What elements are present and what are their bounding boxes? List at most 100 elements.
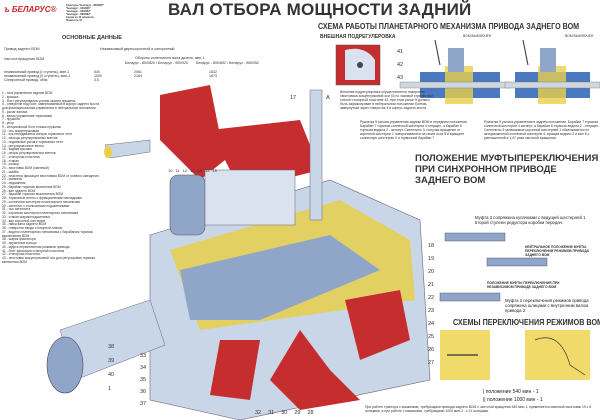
legend-item: 34 - вал коронной шестерни: [2, 218, 46, 223]
legend-item: 8 - упор: [2, 121, 14, 125]
callout-number: A: [326, 95, 330, 101]
callout-number: 28: [307, 410, 314, 416]
legend-item: 42 - стопорная пластина: [2, 252, 40, 257]
callout-number: 13: [190, 168, 195, 173]
legend-item: 27 - барабан тормоза выключения ВОМ: [2, 192, 63, 197]
spec-cell: 1000: [94, 74, 102, 78]
poster-title: ВАЛ ОТБОРА МОЩНОСТИ ЗАДНИЙ: [168, 0, 472, 19]
mode-pos-2: || положение 1000 мин - 1: [483, 397, 543, 403]
crank-header: Обороты коленчатого вала дизеля, мин-1: [135, 56, 205, 60]
callout-number: 15: [204, 168, 210, 173]
spec-cell: независимый привод (II ступень), мин-1: [4, 74, 71, 78]
legend-item: 31 - ось сателлита: [2, 207, 31, 212]
legend-item: 11 - ось неподвижных концов тормозных ле…: [2, 132, 73, 137]
callout-number: 37: [140, 401, 147, 407]
text-front-position: Рукоятка 9 рычага управления задним ВОМ …: [360, 120, 467, 140]
legend-item: 32 - коронная шестерня планетарного меха…: [2, 211, 79, 215]
text-rear-position: Рукоятка 9 рычага управления в заднем по…: [484, 120, 600, 140]
spec-cell: Синхронный привод, об/м: [4, 78, 48, 82]
col2: Беларус - 890/892 / Беларус - 950/952: [196, 61, 260, 65]
legend-item: 33 - стакан шарикоподшипника: [2, 214, 50, 219]
model-line: Тракторы "Беларус - 800/820": [66, 4, 105, 7]
planetary-heading-text: СХЕМА РАБОТЫ ПЛАНЕТАРНОГО МЕХАНИЗМА ПРИВ…: [318, 21, 580, 31]
callout-number: 12: [182, 168, 188, 173]
col1: Беларус - 800/820 / Беларус - 900/920: [125, 61, 189, 65]
callout-number: 26: [428, 347, 435, 353]
callout-number: 36: [140, 389, 147, 395]
callout-number: 19: [428, 256, 435, 262]
mode-scheme-2: [525, 330, 590, 380]
legend-item: 38 - шарик фиксатора: [2, 237, 36, 242]
planetary-heading: СХЕМА РАБОТЫ ПЛАНЕТАРНОГО МЕХАНИЗМА ПРИВ…: [318, 21, 579, 31]
inset-label: 43: [397, 75, 404, 81]
callout-number: 10: [168, 168, 173, 173]
callout-number: 18: [428, 243, 435, 249]
specs-heading: ОСНОВНЫЕ ДАННЫЕ: [62, 35, 122, 41]
sync-text: Муфта 3 сопряжена кулачками с ведущей ше…: [475, 215, 586, 225]
model-line: "Беларус - 900/920": [66, 7, 91, 10]
legend-item: 24 - подшипник: [2, 181, 26, 185]
legend-item: 13 - подвижные рычаги тормозных лент: [2, 139, 64, 144]
legend-item: 26 - вал заднего ВОМ: [2, 188, 36, 193]
spec-cell: 1632: [209, 70, 217, 74]
neutral-label: НЕЙТРАЛЬНОЕ ПОЛОЖЕНИЕ МУФТЫ ПЕРЕКЛЮЧЕНИЯ…: [525, 245, 590, 257]
legend-item: 9 - специальный болт стяжки пружины: [2, 124, 62, 129]
callout-number: 23: [428, 308, 435, 314]
callout-number: 1: [108, 386, 112, 392]
callout-number: 31: [268, 410, 275, 416]
legend-item: 23 - манжета: [2, 177, 22, 182]
planetary-diagram-2: [504, 39, 600, 104]
legend-item: 5 - рычаг валика: [2, 109, 28, 114]
external-adjust-text: Внешняя подрегулировка осуществляется по…: [340, 90, 433, 110]
legend-item: 25 - барабан тормоза включения ВОМ: [2, 184, 61, 189]
legend-item: 17 - стопорная пластина: [2, 154, 40, 159]
legend-item: 14 - регулировочные винты: [2, 143, 44, 148]
legend-item: 12 - пальцы регулировочных винтов: [2, 136, 58, 140]
legend-item: 22 - пластина фиксации хвостовика ВОМ от…: [2, 173, 99, 178]
callout-number: 17: [290, 95, 297, 101]
spec-cell: 2184: [134, 74, 142, 78]
callout-number: 29: [294, 410, 301, 416]
independent-text: Муфта 3 переключения режимов привода соп…: [505, 298, 589, 313]
mode-pos-1: | положение 540 мин - 1: [483, 389, 539, 395]
legend-item: 39 - пружинное кольцо: [2, 241, 37, 245]
callout-number: 38: [108, 344, 115, 350]
spec-cell: 1673: [209, 74, 217, 78]
callout-number: 34: [140, 365, 147, 371]
legend-item: 3 - болт регулирования усилия сжатия пру…: [2, 98, 76, 103]
legend-item: 35 - гайка вала заднего ВОМ: [2, 222, 47, 227]
modes-heading: СХЕМЫ ПЕРЕКЛЮЧЕНИЯ РЕЖИМОВ ВОМ: [453, 318, 600, 327]
legend-item: 6 - валик управления тормозами: [2, 113, 52, 118]
legend-item: 7 - пружина: [2, 117, 20, 122]
legend-item: 40 - муфта переключения режимов привода: [2, 244, 70, 249]
clutch-sync: [444, 232, 506, 242]
legend-item: 41 - болт фиксации стопорной пластины: [2, 248, 65, 253]
legend-item: 19 - кольцо: [2, 162, 20, 167]
model-list: Тракторы "Беларус - 800/820""Беларус - 9…: [66, 4, 104, 22]
drive-value: Независимый двухскоростной и синхронный: [100, 47, 175, 51]
legend-item: 1 - тяга управления задним ВОМ: [2, 91, 53, 95]
callout-number: 11: [175, 168, 180, 173]
legend-item: 18 - стакан: [2, 158, 19, 163]
callout-number: 16: [212, 168, 217, 173]
brand-name: БЕЛАРУС: [11, 5, 51, 14]
callout-number: 39: [108, 358, 115, 364]
external-adjust-heading: ВНЕШНАЯ ПОДРЕГУЛЕРОВКА: [320, 34, 396, 40]
callout-number: 35: [140, 377, 147, 383]
state-1: ВОМ ВЫКЛЮЧЕН: [463, 34, 492, 38]
legend-item: 21 - шайба: [2, 169, 19, 174]
clutch-neutral: [486, 257, 548, 267]
inset-label: 41: [397, 49, 404, 55]
brand-logo: ъ БЕЛАРУС®: [4, 5, 57, 14]
legend-item: 4 - отверстие под болт, завертываемый в …: [2, 102, 100, 110]
